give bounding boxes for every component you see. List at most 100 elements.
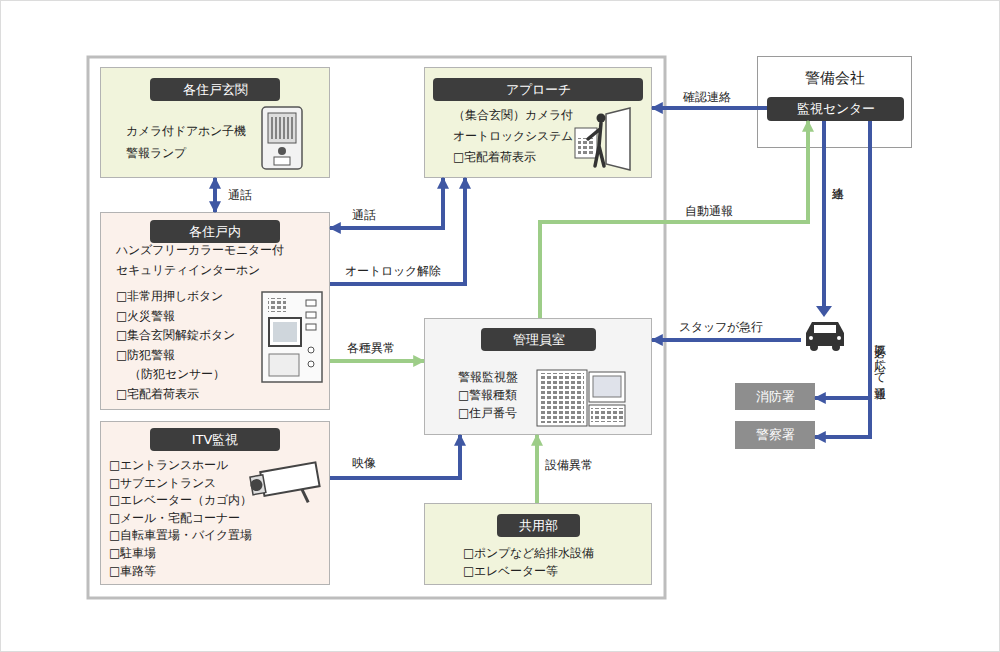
person-body [588,123,604,166]
intercom-screen-frame [269,318,301,346]
intercom-button [306,300,316,306]
monitor-body [589,372,625,402]
car-window [814,325,836,333]
section-heading: 各住戸内 [150,220,280,243]
item-text: □警報種類 [458,386,553,404]
intercom-icon [262,292,322,382]
entrance-door [606,108,630,170]
alarm-panel-lamps [540,373,584,423]
agency-box: 消防署 [735,383,815,410]
car-wheel [810,343,818,351]
item-text: □集合玄関解錠ボタン [116,326,294,346]
edge-label: 各種異常 [347,340,395,357]
area-box: 各住戸玄関カメラ付ドアホン子機警報ランプ [100,67,330,178]
autolock-keys [578,138,594,154]
section-heading: 共用部 [497,514,580,537]
item-list: □ポンプなど給排水設備□エレベーター等 [463,544,633,580]
person-head [597,114,606,123]
intercom-knob [308,347,314,353]
item-text: □エレベーター（カゴ内） [109,492,259,510]
autolock-panel [575,128,597,158]
car-wheel [832,343,840,351]
item-text: □ポンプなど給排水設備 [463,544,633,562]
intercom-button [306,312,316,318]
area-box: ITV監視 □エントランスホール□サブエントランス□エレベーター（カゴ内）□メール… [100,421,330,585]
item-text: □エレベーター等 [463,562,633,580]
item-text: □宅配着荷表示 [116,385,294,405]
item-text: □車路等 [109,563,259,581]
connector-arrow [330,178,443,228]
agency-box: 警察署 [735,421,815,449]
edge-label: 通話 [228,187,252,204]
camera-body [260,462,319,495]
door-phone-body [262,107,302,169]
edge-label: 自動通報 [685,203,733,220]
item-list: ハンズフリーカラーモニター付 セキュリティインターホン □非常用押しボタン□火災警… [116,241,294,404]
node-text: 監視センター [767,97,904,121]
camera-icon [248,462,322,511]
edge-label: 必要に応じて通報 [873,336,887,378]
connector-arrow [330,359,424,363]
node-text: 消防署 [735,383,815,410]
area-box: 各住戸内ハンズフリーカラーモニター付 セキュリティインターホン □非常用押しボタン… [100,212,330,410]
area-box: 管理員室警報監視盤□警報種類□住戸番号 [424,318,652,435]
area-box: アプローチ（集合玄関）カメラ付 オートロックシステム□宅配着荷表示 [424,67,652,178]
connector-arrow [213,178,217,212]
item-list: □エントランスホール□サブエントランス□エレベーター（カゴ内）□メール・宅配コー… [109,457,259,580]
edge-label: 通話 [352,207,376,224]
camera-mount [302,489,308,503]
intercom-screen [273,322,297,342]
section-heading: ITV監視 [150,428,280,451]
company-box: 警備会社監視センター [757,56,912,148]
item-text: □火災警報 [116,307,294,327]
item-text: □サブエントランス [109,475,259,493]
car-arrow-head [816,306,832,317]
connector-arrow [815,121,870,437]
item-text: □宅配着荷表示 [453,147,593,168]
connector-arrow [330,435,460,478]
edge-label: 映像 [352,455,376,472]
item-list: 警報監視盤□警報種類□住戸番号 [458,368,553,422]
item-text: □自転車置場・バイク置場 [109,527,259,545]
intercom-speaker [268,298,286,312]
door-phone-icon [262,107,302,169]
connector-arrow [540,121,808,318]
alarm-panel-icon [537,370,625,426]
section-heading: 各住戸玄関 [150,78,280,101]
item-text: 警報ランプ [126,142,276,164]
item-text: （防犯センサー） [116,365,294,385]
item-text: □住戸番号 [458,404,553,422]
car-light [837,336,841,340]
monitor-screen [593,376,621,397]
connector-arrow [535,435,539,503]
car-icon [806,306,844,351]
item-text: （集合玄関）カメラ付 オートロックシステム [453,105,593,147]
monitor-desk-lamps [591,408,623,422]
item-text: カメラ付ドアホン子機 [126,120,276,142]
door-phone-camera [278,147,286,155]
speaker-slits [272,117,292,139]
item-list: （集合玄関）カメラ付 オートロックシステム□宅配着荷表示 [453,105,593,168]
item-text: □非常用押しボタン [116,287,294,307]
section-heading: 管理員室 [481,328,596,351]
intercom-keypad [269,354,299,376]
car-light [809,336,813,340]
building-frame [88,57,665,598]
camera-lens [249,478,263,492]
center-pill: 監視センター [767,97,904,121]
connector-arrow [652,106,767,110]
intercom-button [306,324,316,330]
node-text: 警備会社 [758,69,911,88]
item-text: ハンズフリーカラーモニター付 セキュリティインターホン [116,241,294,280]
edge-label: スタッフが急行 [679,319,763,336]
monitor-desk [589,405,625,426]
intercom-body [262,292,322,382]
node-text: 警察署 [735,421,815,449]
item-text: □エントランスホール [109,457,259,475]
door-phone-speaker [268,113,296,143]
item-text: 警報監視盤 [458,368,553,386]
edge-label: 設備異常 [545,457,593,474]
alarm-panel-body [537,370,587,426]
